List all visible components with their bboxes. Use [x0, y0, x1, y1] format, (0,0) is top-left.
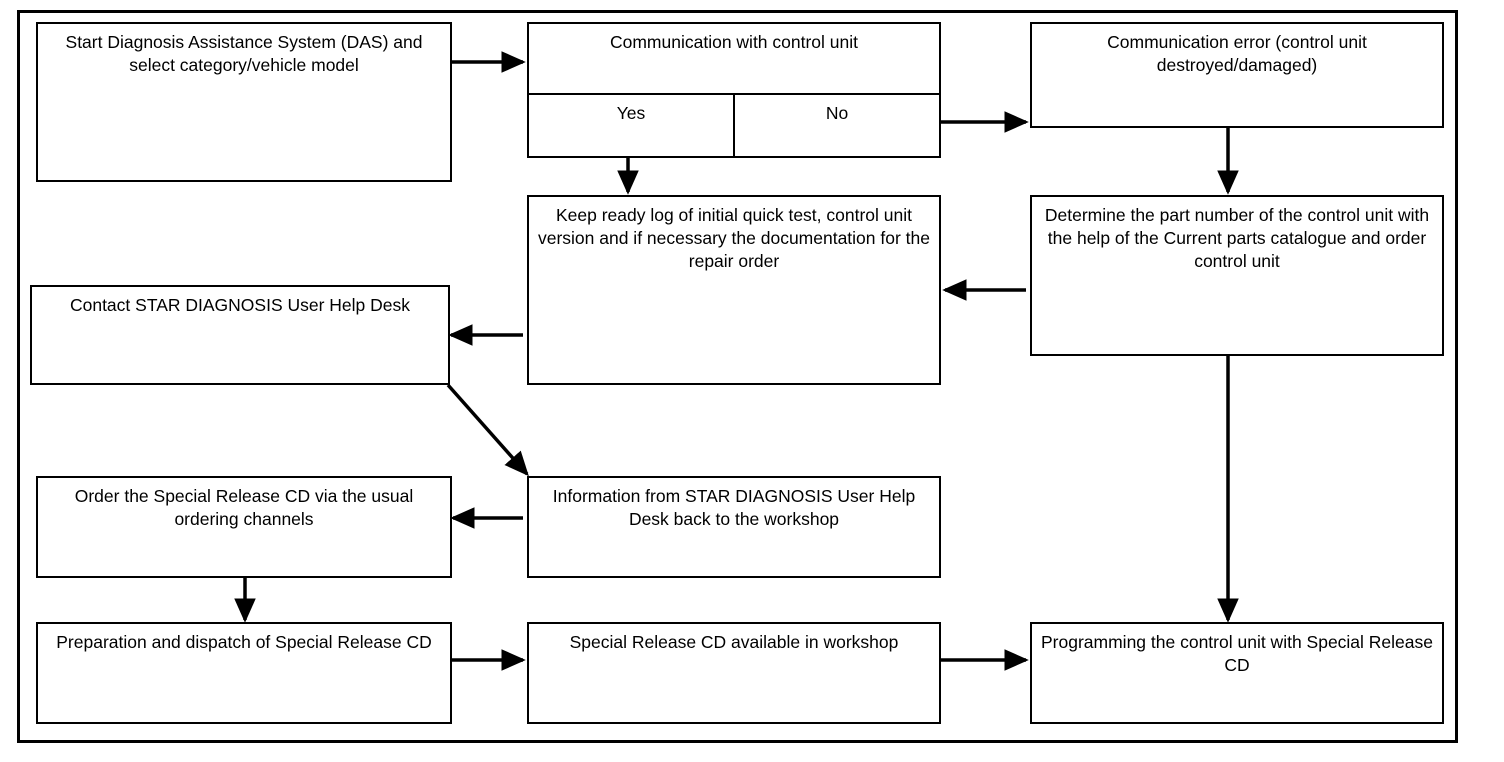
decision-split: Yes No — [527, 93, 941, 158]
decision-option-yes[interactable]: Yes — [527, 95, 734, 158]
node-contact-help-desk[interactable]: Contact STAR DIAGNOSIS User Help Desk — [30, 285, 450, 385]
node-communication-error[interactable]: Communication error (control unit destro… — [1030, 22, 1444, 128]
node-keep-ready-log[interactable]: Keep ready log of initial quick test, co… — [527, 195, 941, 385]
node-communication-error-label: Communication error (control unit destro… — [1107, 32, 1367, 75]
node-programming-control-unit-label: Programming the control unit with Specia… — [1041, 632, 1433, 675]
node-preparation-dispatch-label: Preparation and dispatch of Special Rele… — [56, 632, 432, 652]
node-cd-available-workshop-label: Special Release CD available in workshop — [569, 632, 899, 652]
node-information-back-to-workshop[interactable]: Information from STAR DIAGNOSIS User Hel… — [527, 476, 941, 578]
node-programming-control-unit[interactable]: Programming the control unit with Specia… — [1030, 622, 1444, 724]
node-order-special-release-cd-label: Order the Special Release CD via the usu… — [74, 486, 414, 529]
node-information-back-to-workshop-label: Information from STAR DIAGNOSIS User Hel… — [552, 486, 916, 529]
node-communication-check-label: Communication with control unit — [609, 32, 859, 52]
node-determine-part-number-label: Determine the part number of the control… — [1044, 205, 1430, 271]
node-communication-check[interactable]: Communication with control unit Yes No — [527, 22, 941, 158]
node-start-das[interactable]: Start Diagnosis Assistance System (DAS) … — [36, 22, 452, 182]
node-contact-help-desk-label: Contact STAR DIAGNOSIS User Help Desk — [69, 295, 411, 315]
node-start-das-label: Start Diagnosis Assistance System (DAS) … — [65, 32, 423, 75]
node-keep-ready-log-label: Keep ready log of initial quick test, co… — [537, 205, 931, 271]
node-order-special-release-cd[interactable]: Order the Special Release CD via the usu… — [36, 476, 452, 578]
node-preparation-dispatch[interactable]: Preparation and dispatch of Special Rele… — [36, 622, 452, 724]
decision-option-no[interactable]: No — [734, 95, 941, 158]
node-determine-part-number[interactable]: Determine the part number of the control… — [1030, 195, 1444, 356]
diagram-outer-frame — [17, 10, 1458, 743]
node-cd-available-workshop[interactable]: Special Release CD available in workshop — [527, 622, 941, 724]
